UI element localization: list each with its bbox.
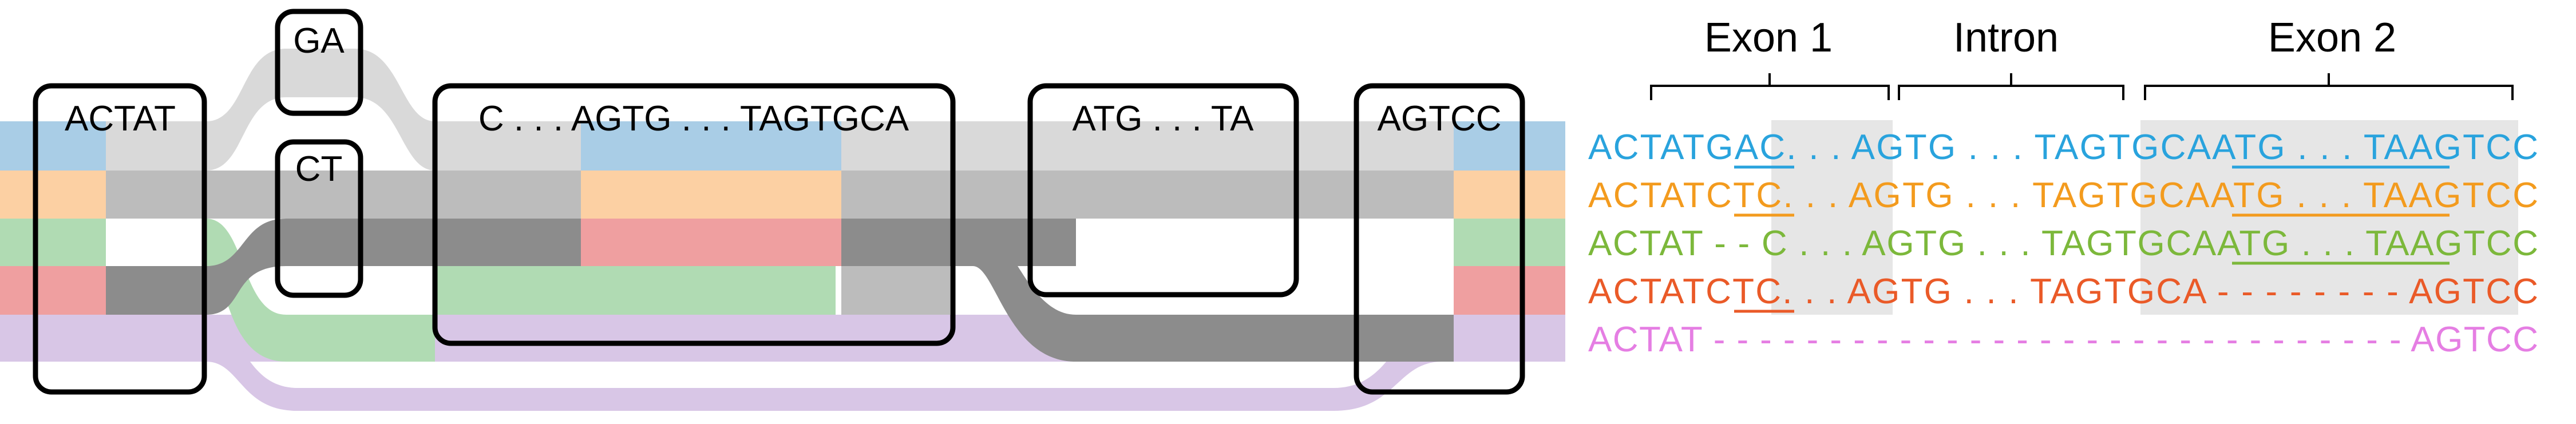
orange-seg-2: CTC (1706, 176, 1782, 215)
blue-seg-2: GAC (1706, 128, 1785, 167)
bracket-exon1 (1650, 73, 1890, 100)
red-middle-highlight (581, 219, 841, 266)
red-path-right (1454, 266, 1565, 315)
orange-seg-4: ATG . . . TA (2211, 176, 2408, 215)
node-middle-label: C . . . AGTG . . . TAGTGCA (478, 99, 909, 138)
orange-seg-3: . . . AGTG . . . TAGTGCA (1783, 176, 2210, 215)
red-seg-2: CTC (1706, 272, 1781, 311)
green-path-band (0, 219, 106, 266)
grey-lower-middle (841, 266, 950, 315)
node-actat-label: ACTAT (65, 99, 176, 138)
purple-seg-1: ACTAT - - - - - - - - - - - - - - - - - … (1588, 320, 2538, 359)
green-path-right (1454, 219, 1565, 266)
alignment-row-red: ACTATCTC. . . AGTG . . . TAGTGCA - - - -… (1588, 272, 2538, 311)
grey-middle-mid (841, 171, 950, 219)
bracket-intron (1898, 73, 2124, 100)
node-atg-label: ATG . . . TA (1073, 99, 1255, 138)
shade-exon2-var (2140, 120, 2518, 315)
blue-seg-3: . . . AGTG . . . TAGTGCA (1786, 128, 2211, 167)
region-brackets (1650, 73, 2514, 100)
sequence-alignment: Exon 1 Intron Exon 2 ACTATGAC. . . AGTG … (1588, 15, 2538, 359)
node-ct (275, 139, 363, 298)
purple-path-dip (206, 315, 1442, 411)
alignment-shading (1771, 120, 2518, 315)
green-seg-1: ACTAT - - C . . . AGTG . . . TAGTGCA (1588, 224, 2217, 263)
red-seg-3: . . . AGTG . . . TAGTGCA - - - - - - - -… (1782, 272, 2538, 311)
region-exon1-label: Exon 1 (1704, 15, 1833, 61)
alignment-row-orange: ACTATCTC. . . AGTG . . . TAGTGCAATG . . … (1588, 176, 2538, 215)
blue-path-right (1454, 121, 1565, 171)
blue-middle-highlight (581, 121, 841, 171)
blue-seg-5: AGTCC (2409, 128, 2538, 167)
node-ga-label: GA (293, 21, 345, 61)
grey-dark-return (973, 219, 1076, 266)
sequence-graph: ACTAT GA CT C . . . AGTG . . . TAGTGCA A… (0, 9, 1565, 411)
graph-nodes (33, 9, 1525, 395)
node-ct-label: CT (295, 149, 343, 189)
green-path-lower (206, 219, 836, 362)
blue-seg-4: ATG . . . TA (2212, 128, 2408, 167)
orange-path-right (1454, 171, 1565, 219)
region-intron-label: Intron (1953, 15, 2059, 61)
alignment-row-green: ACTAT - - C . . . AGTG . . . TAGTGCAATG … (1588, 224, 2538, 263)
red-path-band (0, 266, 106, 315)
node-atg (1027, 83, 1299, 298)
red-seg-1: ACTAT (1588, 272, 1704, 311)
orange-middle-highlight (581, 171, 841, 219)
grey-middle-highlight-2 (435, 219, 581, 266)
node-agtcc-label: AGTCC (1378, 99, 1502, 138)
blue-path-band (0, 121, 106, 171)
shade-exon1-var (1771, 120, 1893, 315)
region-exon2-label: Exon 2 (2268, 15, 2396, 61)
green-seg-3: AGTCC (2410, 224, 2538, 263)
orange-seg-1: ACTAT (1588, 176, 1705, 215)
grey-dark-band-lower (106, 266, 206, 315)
alignment-row-purple: ACTAT - - - - - - - - - - - - - - - - - … (1588, 320, 2538, 359)
region-labels: Exon 1 Intron Exon 2 (1704, 15, 2396, 61)
orange-path-band (0, 171, 106, 219)
alignment-row-blue: ACTATGAC. . . AGTG . . . TAGTGCAATG . . … (1588, 128, 2538, 167)
node-ga (275, 9, 363, 116)
node-agtcc (1354, 83, 1525, 395)
green-seg-2: ATG . . . TA (2217, 224, 2409, 263)
node-middle (432, 83, 956, 346)
bracket-exon2 (2144, 73, 2514, 100)
path-bands (0, 49, 1565, 411)
orange-seg-5: AGTCC (2408, 176, 2538, 215)
blue-seg-1: ACTAT (1588, 128, 1704, 167)
grey-middle-highlight (841, 219, 950, 266)
grey-light-band (106, 49, 1454, 171)
alignment-rows: ACTATGAC. . . AGTG . . . TAGTGCAATG . . … (1588, 128, 2538, 359)
node-actat (33, 83, 207, 395)
graph-node-labels: ACTAT GA CT C . . . AGTG . . . TAGTGCA A… (65, 21, 1502, 189)
